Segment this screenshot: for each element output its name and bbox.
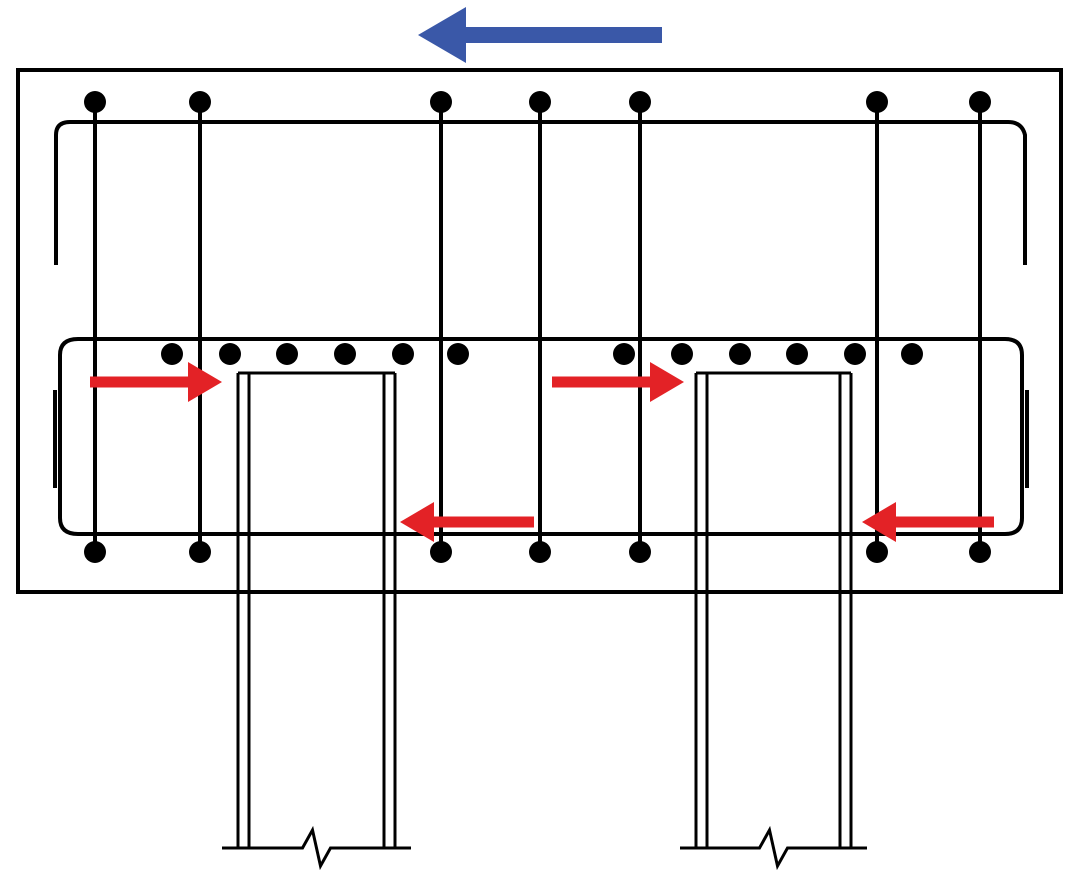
pile-break-symbol: [680, 825, 867, 871]
bottom-bar-dot: [189, 541, 211, 563]
mid-bar-dot: [901, 343, 923, 365]
mid-bar-dot: [613, 343, 635, 365]
mid-bar-dot: [447, 343, 469, 365]
bottom-bar-dot: [969, 541, 991, 563]
bar-dots: [84, 91, 991, 563]
top-bar-dot: [430, 91, 452, 113]
load-arrow-head: [418, 7, 466, 63]
bottom-bar-dot: [629, 541, 651, 563]
bottom-bar-dot: [430, 541, 452, 563]
mid-bar-dot: [671, 343, 693, 365]
bottom-bar-dot: [866, 541, 888, 563]
pile-cap-outline: [16, 68, 1063, 594]
vertical-bars: [93, 102, 982, 552]
mid-bar-dot: [161, 343, 183, 365]
mid-bar-dot: [786, 343, 808, 365]
top-bar-dot: [969, 91, 991, 113]
top-bar-dot: [529, 91, 551, 113]
mid-bar-dot: [334, 343, 356, 365]
pile: [222, 371, 411, 871]
shear-arrow-upper-right-head: [650, 362, 684, 402]
load-arrow: [418, 7, 662, 63]
mid-bar-dot: [219, 343, 241, 365]
bottom-bar-dot: [84, 541, 106, 563]
shear-arrows: [90, 362, 994, 542]
mid-bar-dot: [392, 343, 414, 365]
shear-arrow-lower-right-head: [862, 502, 896, 542]
mid-bar-dot: [844, 343, 866, 365]
top-bar-dot: [629, 91, 651, 113]
top-bar-dot: [84, 91, 106, 113]
pile-break-symbol: [222, 825, 411, 871]
shear-arrow-upper-left-head: [188, 362, 222, 402]
top-bar-dot: [866, 91, 888, 113]
pile: [680, 371, 867, 871]
mid-bar-dot: [276, 343, 298, 365]
shear-arrow-lower-left-head: [400, 502, 434, 542]
top-bar-dot: [189, 91, 211, 113]
bottom-bar-dot: [529, 541, 551, 563]
piles: [222, 371, 867, 871]
mid-bar-dot: [729, 343, 751, 365]
